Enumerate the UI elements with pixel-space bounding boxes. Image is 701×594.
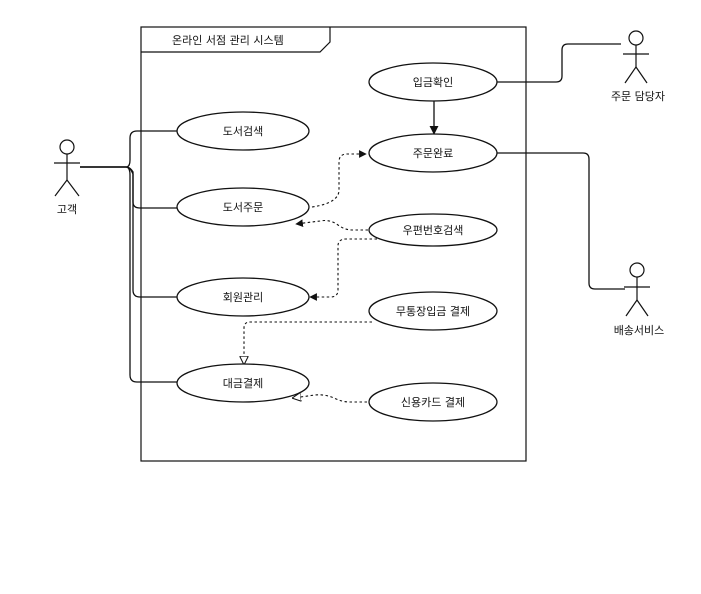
stick-figure-icon	[54, 139, 80, 197]
system-title-tab	[141, 27, 331, 53]
dependencies	[244, 150, 392, 403]
use-case-ellipse	[368, 382, 498, 422]
use-case-credit-card[interactable]: 신용카드 결제	[368, 382, 498, 422]
system-boundary: 온라인 서점 관리 시스템	[140, 26, 527, 462]
use-case-order-complete[interactable]: 주문완료	[368, 133, 498, 173]
associations	[80, 43, 625, 383]
use-case-ellipse	[176, 111, 310, 151]
use-case-label: 대금결제	[223, 377, 263, 390]
use-case-payment[interactable]: 대금결제	[176, 363, 310, 403]
use-case-label: 무통장입금 결제	[396, 305, 470, 318]
use-case-ellipse	[368, 133, 498, 173]
use-case-ellipse	[176, 187, 310, 227]
use-case-label: 회원관리	[223, 291, 263, 304]
use-case-book-search[interactable]: 도서검색	[176, 111, 310, 151]
use-case-ellipse	[176, 363, 310, 403]
actor-label: 배송서비스	[614, 324, 665, 337]
assoc-order-manager-deposit	[496, 43, 621, 83]
use-case-label: 도서검색	[223, 125, 263, 138]
dep-order-to-complete	[311, 150, 367, 208]
actor-label: 고객	[57, 203, 77, 216]
use-case-label: 주문완료	[413, 147, 453, 160]
use-case-ellipse	[368, 213, 498, 247]
use-case-ellipse	[368, 62, 498, 102]
use-case-label: 입금확인	[413, 76, 453, 89]
use-case-ellipse	[176, 277, 310, 317]
use-case-book-order[interactable]: 도서주문	[176, 187, 310, 227]
gen-credit-card-to-payment	[293, 395, 367, 403]
assoc-customer-book-search	[80, 130, 180, 168]
use-case-deposit-check[interactable]: 입금확인	[368, 62, 498, 102]
actor-label: 주문 담당자	[611, 90, 665, 103]
use-case-label: 우편번호검색	[403, 224, 464, 237]
gen-bank-deposit-to-payment	[244, 321, 372, 364]
use-case-bank-deposit[interactable]: 무통장입금 결제	[368, 291, 498, 331]
system-title: 온라인 서점 관리 시스템	[172, 34, 284, 47]
system-frame	[140, 26, 527, 462]
actor-delivery-service[interactable]: 배송서비스	[614, 262, 665, 337]
dep-zipcode-to-order	[295, 219, 373, 231]
stick-figure-icon	[623, 30, 649, 84]
actor-customer[interactable]: 고객	[54, 139, 80, 216]
actor-order-manager[interactable]: 주문 담당자	[611, 30, 665, 103]
use-case-member-mgmt[interactable]: 회원관리	[176, 277, 310, 317]
assoc-delivery-order-complete	[496, 152, 625, 290]
use-case-zipcode-search[interactable]: 우편번호검색	[368, 213, 498, 247]
use-case-ellipse	[368, 291, 498, 331]
assoc-customer-payment	[80, 166, 180, 383]
use-case-label: 신용카드 결제	[401, 396, 465, 409]
dep-zipcode-to-member	[309, 238, 392, 301]
stick-figure-icon	[624, 262, 650, 317]
use-case-label: 도서주문	[223, 201, 263, 214]
